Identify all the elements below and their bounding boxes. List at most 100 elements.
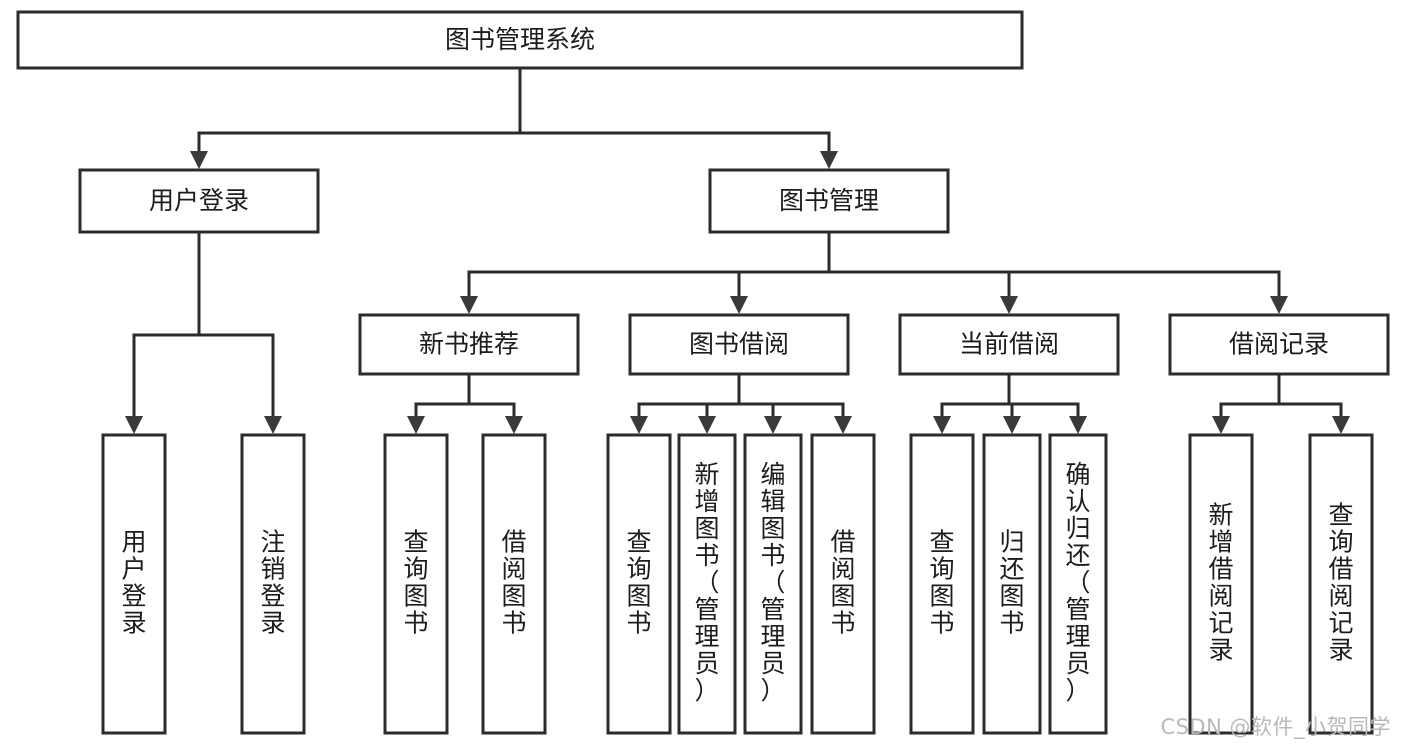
edge-borrow-borrowbook	[737, 374, 852, 434]
edge-recommend-query	[407, 374, 471, 434]
node-box-book-manage	[708, 168, 950, 234]
node-box-leaf-user-logout	[240, 433, 306, 735]
node-leaf-add-book-admin[interactable]: 新增图书（管理员）	[677, 433, 737, 735]
node-root[interactable]: 图书管理系统	[16, 10, 1024, 70]
node-box-leaf-confirm-return-admin	[1048, 433, 1108, 735]
node-borrow-record[interactable]: 借阅记录	[1168, 313, 1390, 376]
node-box-leaf-query-book-borrow	[606, 433, 672, 735]
node-label-user-login: 用户登录	[149, 186, 249, 215]
connector-line	[467, 232, 831, 299]
node-label-leaf-query-book-current: 查询图书	[929, 528, 954, 638]
node-current-borrow[interactable]: 当前借阅	[898, 313, 1120, 376]
node-box-new-book-recommend	[358, 313, 580, 376]
connector-line	[197, 68, 522, 154]
arrow-head-icon	[933, 416, 951, 434]
node-box-leaf-add-book-admin	[677, 433, 737, 735]
watermark: CSDN @软件_小贺同学	[1160, 715, 1391, 739]
node-box-leaf-query-book-current	[909, 433, 975, 735]
node-leaf-query-book-borrow[interactable]: 查询图书	[606, 433, 672, 735]
edge-recommend-borrow	[467, 374, 523, 434]
node-book-manage[interactable]: 图书管理	[708, 168, 950, 234]
node-label-new-book-recommend: 新书推荐	[419, 330, 519, 359]
arrow-head-icon	[407, 416, 425, 434]
connector-line	[414, 374, 471, 419]
connector-line	[1219, 374, 1281, 419]
node-user-login[interactable]: 用户登录	[78, 168, 320, 234]
node-label-book-borrow: 图书借阅	[689, 330, 789, 359]
arrow-head-icon	[834, 416, 852, 434]
arrow-head-icon	[125, 416, 143, 434]
connector-line	[132, 232, 201, 419]
arrow-head-icon	[630, 416, 648, 434]
node-box-leaf-borrow-book	[810, 433, 876, 735]
arrow-head-icon	[820, 151, 838, 169]
node-book-borrow[interactable]: 图书借阅	[628, 313, 850, 376]
node-leaf-borrow-book-recommend[interactable]: 借阅图书	[481, 433, 547, 735]
connector-line	[1007, 374, 1080, 419]
node-leaf-add-borrow-record[interactable]: 新增借阅记录	[1188, 433, 1254, 735]
node-leaf-user-login[interactable]: 用户登录	[101, 433, 167, 735]
node-leaf-return-book[interactable]: 归还图书	[982, 433, 1042, 735]
node-label-root: 图书管理系统	[445, 25, 595, 54]
node-label-current-borrow: 当前借阅	[959, 330, 1059, 359]
node-label-leaf-user-login: 用户登录	[121, 528, 146, 638]
connector-line	[737, 232, 831, 299]
connector-line	[737, 374, 845, 419]
node-box-book-borrow	[628, 313, 850, 376]
node-label-leaf-add-borrow-record: 新增借阅记录	[1208, 501, 1233, 665]
arrow-head-icon	[1003, 416, 1021, 434]
arrow-head-icon	[1212, 416, 1230, 434]
node-leaf-user-logout[interactable]: 注销登录	[240, 433, 306, 735]
arrow-head-icon	[1000, 296, 1018, 314]
edge-root-user-login	[190, 68, 522, 169]
connector-line	[1277, 374, 1343, 419]
node-new-book-recommend[interactable]: 新书推荐	[358, 313, 580, 376]
node-box-current-borrow	[898, 313, 1120, 376]
arrow-head-icon	[264, 416, 282, 434]
connector-layer	[125, 68, 1350, 434]
node-leaf-query-borrow-record[interactable]: 查询借阅记录	[1308, 433, 1374, 735]
arrow-head-icon	[1069, 416, 1087, 434]
node-leaf-borrow-book[interactable]: 借阅图书	[810, 433, 876, 735]
node-label-leaf-borrow-book-recommend: 借阅图书	[501, 528, 526, 638]
node-label-leaf-user-logout: 注销登录	[260, 528, 285, 638]
node-label-leaf-edit-book-admin: 编辑图书（管理员）	[760, 460, 785, 705]
connector-line	[737, 374, 775, 419]
node-leaf-confirm-return-admin[interactable]: 确认归还（管理员）	[1048, 433, 1108, 735]
edge-current-confirm	[1007, 374, 1087, 434]
arrow-head-icon	[505, 416, 523, 434]
connector-line	[467, 374, 516, 419]
node-box-root	[16, 10, 1024, 70]
connector-line	[827, 232, 1011, 299]
node-label-leaf-query-book-borrow: 查询图书	[626, 528, 651, 638]
edge-user-login-leaf-user-login	[125, 232, 201, 434]
connector-line	[705, 374, 741, 419]
arrow-head-icon	[698, 416, 716, 434]
node-box-leaf-query-book-recommend	[383, 433, 449, 735]
node-box-user-login	[78, 168, 320, 234]
node-label-book-manage: 图书管理	[779, 186, 879, 215]
node-leaf-query-book-recommend[interactable]: 查询图书	[383, 433, 449, 735]
arrow-head-icon	[1332, 416, 1350, 434]
arrow-head-icon	[460, 296, 478, 314]
node-box-leaf-query-borrow-record	[1308, 433, 1374, 735]
arrow-head-icon	[1270, 296, 1288, 314]
node-box-leaf-add-borrow-record	[1188, 433, 1254, 735]
node-label-leaf-return-book: 归还图书	[999, 528, 1024, 638]
node-label-leaf-borrow-book: 借阅图书	[830, 528, 855, 638]
arrow-head-icon	[764, 416, 782, 434]
node-label-leaf-query-book-recommend: 查询图书	[403, 528, 428, 638]
connector-line	[518, 68, 831, 154]
node-leaf-query-book-current[interactable]: 查询图书	[909, 433, 975, 735]
connector-line	[637, 374, 741, 419]
edge-book-manage-borrow-record	[827, 232, 1288, 314]
node-box-leaf-user-login	[101, 433, 167, 735]
arrow-head-icon	[190, 151, 208, 169]
connector-line	[940, 374, 1011, 419]
node-box-leaf-return-book	[982, 433, 1042, 735]
node-leaf-edit-book-admin[interactable]: 编辑图书（管理员）	[743, 433, 803, 735]
node-layer: 图书管理系统用户登录图书管理新书推荐图书借阅当前借阅借阅记录用户登录注销登录查询…	[16, 10, 1390, 735]
connector-line	[197, 232, 275, 419]
node-box-borrow-record	[1168, 313, 1390, 376]
